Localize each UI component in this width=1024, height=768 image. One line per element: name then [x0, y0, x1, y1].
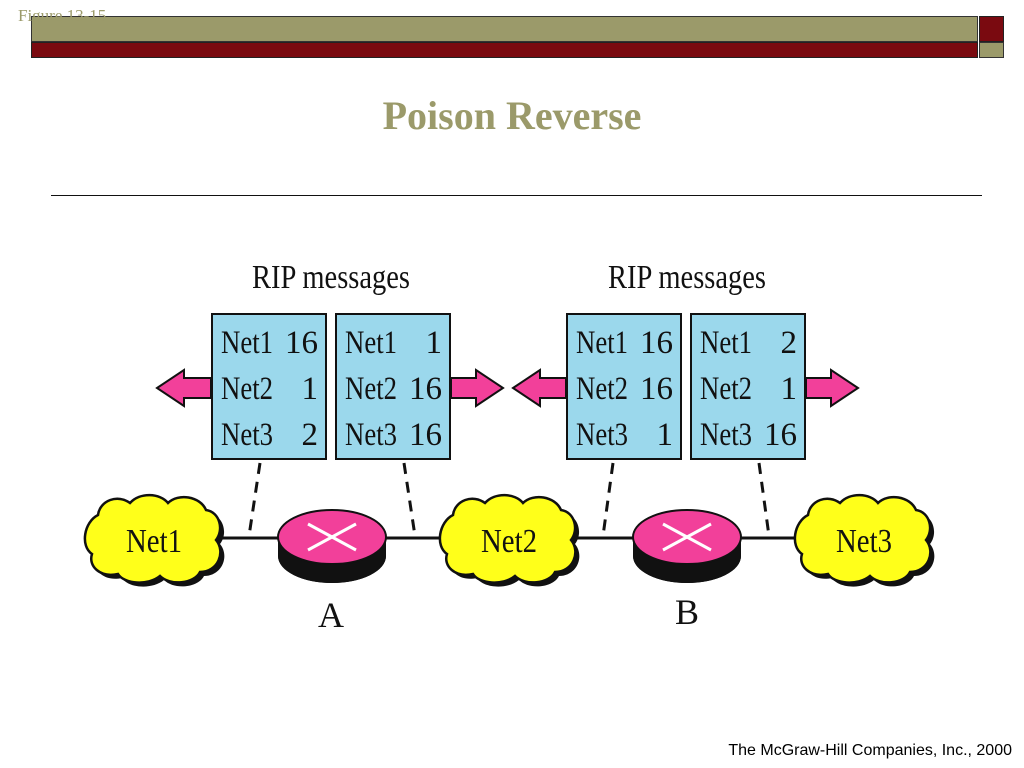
header-corner-bottom [979, 42, 1004, 58]
table-net: Net3 [576, 417, 628, 453]
table-hops: 1 [302, 371, 319, 407]
routing-table-b-left: Net1 16 Net2 16 Net3 1 [566, 313, 682, 460]
dashed-leader [402, 462, 417, 537]
table-hops: 2 [781, 325, 798, 361]
header-corner-top [979, 16, 1004, 42]
arrow-left-icon [155, 368, 212, 408]
network-label: Net1 [126, 523, 182, 560]
dashed-leader [601, 462, 615, 537]
table-hops: 16 [640, 371, 673, 407]
router-a-icon [277, 509, 387, 583]
table-hops: 2 [302, 417, 319, 453]
table-hops: 16 [409, 371, 442, 407]
arrow-right-icon [805, 368, 860, 408]
table-net: Net3 [345, 417, 397, 453]
routing-table-a-right: Net1 1 Net2 16 Net3 16 [335, 313, 451, 460]
arrow-right-icon [450, 368, 505, 408]
figure-label: Figure 13-15 [18, 6, 107, 25]
rip-messages-label-left: RIP messages [252, 259, 410, 296]
routing-table-b-right: Net1 2 Net2 1 Net3 16 [690, 313, 806, 460]
router-b-icon [632, 509, 742, 583]
table-net: Net1 [221, 325, 273, 361]
rip-messages-label-right: RIP messages [608, 259, 766, 296]
table-net: Net1 [576, 325, 628, 361]
router-label-a: A [318, 595, 344, 635]
table-hops: 16 [764, 417, 797, 453]
table-hops: 1 [426, 325, 443, 361]
table-hops: 16 [409, 417, 442, 453]
table-net: Net3 [700, 417, 752, 453]
page-title: Poison Reverse [382, 93, 642, 138]
table-hops: 16 [285, 325, 318, 361]
network-label: Net2 [481, 523, 537, 560]
arrow-left-icon [511, 368, 567, 408]
network-cloud-net2: Net2 [438, 493, 577, 584]
network-cloud-net3: Net3 [793, 493, 932, 584]
router-label-b: B [675, 592, 699, 632]
table-hops: 1 [781, 371, 798, 407]
routing-table-a-left: Net1 16 Net2 1 Net3 2 [211, 313, 327, 460]
table-net: Net2 [221, 371, 273, 407]
title-divider [51, 195, 982, 196]
dashed-leader [757, 462, 771, 537]
table-net: Net1 [345, 325, 397, 361]
table-hops: 1 [657, 417, 674, 453]
table-hops: 16 [640, 325, 673, 361]
table-net: Net2 [576, 371, 628, 407]
table-net: Net3 [221, 417, 273, 453]
header-stripe [31, 42, 978, 58]
network-cloud-net1: Net1 [83, 493, 222, 584]
table-net: Net2 [345, 371, 397, 407]
copyright-footer: The McGraw-Hill Companies, Inc., 2000 [728, 742, 1012, 759]
table-net: Net1 [700, 325, 752, 361]
header-band [31, 16, 978, 42]
network-label: Net3 [836, 523, 892, 560]
table-net: Net2 [700, 371, 752, 407]
dashed-leader [247, 462, 262, 537]
